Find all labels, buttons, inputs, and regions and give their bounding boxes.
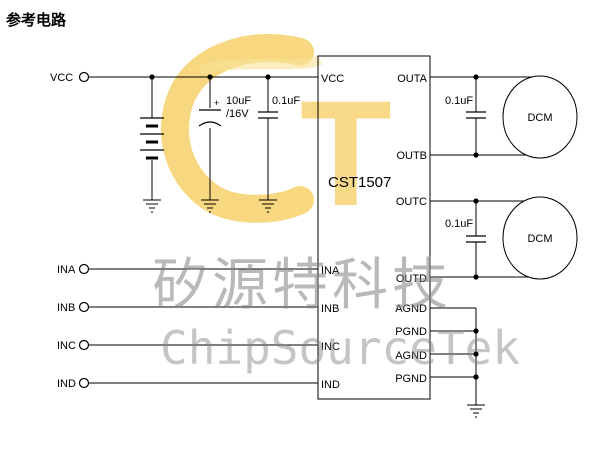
terminal-ina bbox=[78, 263, 90, 275]
pin-agnd-1: AGND bbox=[395, 303, 427, 315]
motor-2: DCM bbox=[502, 196, 578, 280]
pin-pgnd-1: PGND bbox=[395, 326, 427, 338]
pin-ina: INA bbox=[321, 265, 340, 277]
input-label-ina: INA bbox=[57, 264, 76, 276]
cap-electrolytic-voltage: /16V bbox=[226, 108, 249, 120]
pin-outd: OUTD bbox=[396, 273, 427, 285]
pin-outc: OUTC bbox=[396, 196, 427, 208]
pin-vcc: VCC bbox=[321, 73, 344, 85]
pin-agnd-2: AGND bbox=[395, 350, 427, 362]
pin-outa: OUTA bbox=[397, 73, 427, 85]
motor-1-label: DCM bbox=[527, 112, 552, 124]
terminal-vcc bbox=[78, 71, 90, 83]
page-title: 参考电路 bbox=[6, 11, 67, 29]
input-label-ind: IND bbox=[57, 378, 76, 390]
electrolytic-capacitor bbox=[198, 109, 222, 127]
cap-polarity-plus: + bbox=[214, 98, 219, 108]
battery-symbol bbox=[140, 117, 164, 160]
pin-pgnd-2: PGND bbox=[395, 373, 427, 385]
terminal-inb bbox=[78, 301, 90, 313]
input-label-inb: INB bbox=[57, 302, 75, 314]
watermark-chinese: 矽源特科技 bbox=[152, 253, 452, 318]
ground-symbols bbox=[143, 199, 485, 418]
motor-capacitors bbox=[466, 111, 486, 243]
cap-supply-value: 0.1uF bbox=[272, 95, 300, 107]
cap-electrolytic-value: 10uF bbox=[226, 95, 251, 107]
svg-text:T: T bbox=[300, 69, 392, 237]
cap-motor-1-value: 0.1uF bbox=[445, 95, 473, 107]
watermark-logo: T bbox=[161, 33, 392, 237]
motor-1: DCM bbox=[502, 75, 578, 159]
junction-dots bbox=[149, 74, 479, 380]
terminal-inc bbox=[78, 339, 90, 351]
supply-capacitor bbox=[258, 111, 278, 119]
pin-inb: INB bbox=[321, 303, 339, 315]
ic-chip-name: CST1507 bbox=[328, 174, 391, 191]
terminal-ind bbox=[78, 377, 90, 389]
input-terminals: VCC INA INB INC IND bbox=[50, 72, 76, 390]
motor-2-label: DCM bbox=[527, 233, 552, 245]
input-label-inc: INC bbox=[57, 340, 76, 352]
pin-ind: IND bbox=[321, 379, 340, 391]
watermark-english: ChipSourceTek bbox=[160, 321, 520, 375]
ic-chip-body bbox=[317, 55, 431, 400]
cap-motor-2-value: 0.1uF bbox=[445, 218, 473, 230]
pin-outb: OUTB bbox=[396, 150, 427, 162]
pin-inc: INC bbox=[321, 341, 340, 353]
wires bbox=[89, 76, 540, 405]
input-label-vcc: VCC bbox=[50, 72, 73, 84]
